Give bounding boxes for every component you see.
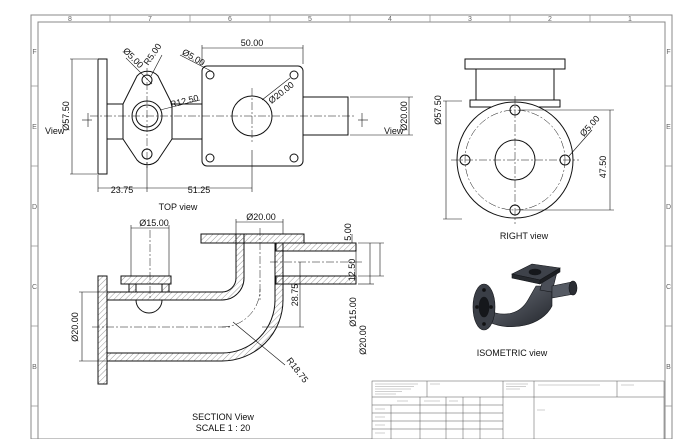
dim-top-hole-1: Ø5.00 — [121, 46, 145, 70]
dim-section-outlet-offset: 12.50 — [347, 259, 357, 282]
zone-row-e-right: E — [666, 124, 671, 131]
zone-row-b-left: B — [32, 364, 37, 371]
zone-col-1: 1 — [628, 16, 632, 23]
dim-section-riser: Ø20.00 — [246, 212, 276, 222]
top-view-caption: TOP view — [159, 202, 198, 212]
dim-section-top-bore: Ø15.00 — [139, 218, 169, 228]
zone-col-7: 7 — [148, 16, 152, 23]
zone-row-f-right: F — [666, 49, 670, 56]
section-view-scale: SCALE 1 : 20 — [196, 423, 251, 433]
zone-row-e-left: E — [32, 124, 37, 131]
zone-row-d-right: D — [666, 204, 671, 211]
title-block-fine-print — [375, 383, 634, 434]
top-view-centerlines — [90, 68, 356, 168]
dim-right-flange-dia: Ø57.50 — [433, 95, 443, 125]
dim-section-outlet-od: Ø20.00 — [358, 325, 368, 355]
title-block — [371, 380, 665, 439]
dim-right-height: 47.50 — [598, 156, 608, 179]
dim-section-outlet-bore: Ø15.00 — [348, 297, 358, 327]
isometric-view-caption: ISOMETRIC view — [477, 348, 548, 358]
zone-row-d-left: D — [32, 204, 37, 211]
zone-col-4: 4 — [388, 16, 392, 23]
dim-top-radius-1: R5.00 — [142, 42, 164, 67]
view-arrow-left-label: View — [45, 126, 65, 136]
dim-top-l2: 51.25 — [188, 185, 211, 195]
section-view-caption: SECTION View — [192, 412, 254, 422]
dim-top-pipe-dia: Ø20.00 — [399, 101, 409, 131]
zone-labels: 8 7 6 5 4 3 2 1 F E D C B F E D C B — [32, 16, 671, 371]
dim-section-inlet: Ø20.00 — [70, 312, 80, 342]
zone-row-c-right: C — [666, 284, 671, 291]
zone-row-f-left: F — [32, 49, 36, 56]
zone-markers — [31, 15, 672, 407]
section-centerlines — [92, 228, 362, 328]
right-view-centerlines — [451, 96, 579, 224]
dim-section-flange-thk: 5.00 — [343, 223, 353, 241]
zone-col-5: 5 — [308, 16, 312, 23]
dim-right-hole: Ø5.00 — [578, 114, 602, 139]
top-view-dimensions — [70, 45, 413, 192]
zone-col-6: 6 — [228, 16, 232, 23]
right-view-dimensions — [443, 100, 614, 220]
right-view-caption: RIGHT view — [500, 231, 549, 241]
dim-section-bend-radius: R18.75 — [284, 356, 310, 385]
dim-top-hole-2: Ø5.00 — [180, 47, 206, 68]
zone-col-2: 2 — [548, 16, 552, 23]
dim-top-width: 50.00 — [241, 38, 264, 48]
section-view — [97, 233, 357, 385]
dim-section-drop: 28.75 — [290, 284, 300, 307]
zone-row-b-right: B — [666, 364, 671, 371]
isometric-view — [472, 263, 578, 331]
dim-top-l1: 23.75 — [111, 185, 134, 195]
zone-col-3: 3 — [468, 16, 472, 23]
isometric-caption-group: ISOMETRIC view — [477, 348, 548, 358]
section-dimensions — [79, 219, 384, 366]
zone-col-8: 8 — [68, 16, 72, 23]
view-arrow-right-label: View — [384, 126, 404, 136]
dim-top-flange-dia: Ø57.50 — [61, 101, 71, 131]
zone-row-c-left: C — [32, 284, 37, 291]
sheet-border — [30, 14, 673, 439]
top-view — [97, 58, 349, 175]
